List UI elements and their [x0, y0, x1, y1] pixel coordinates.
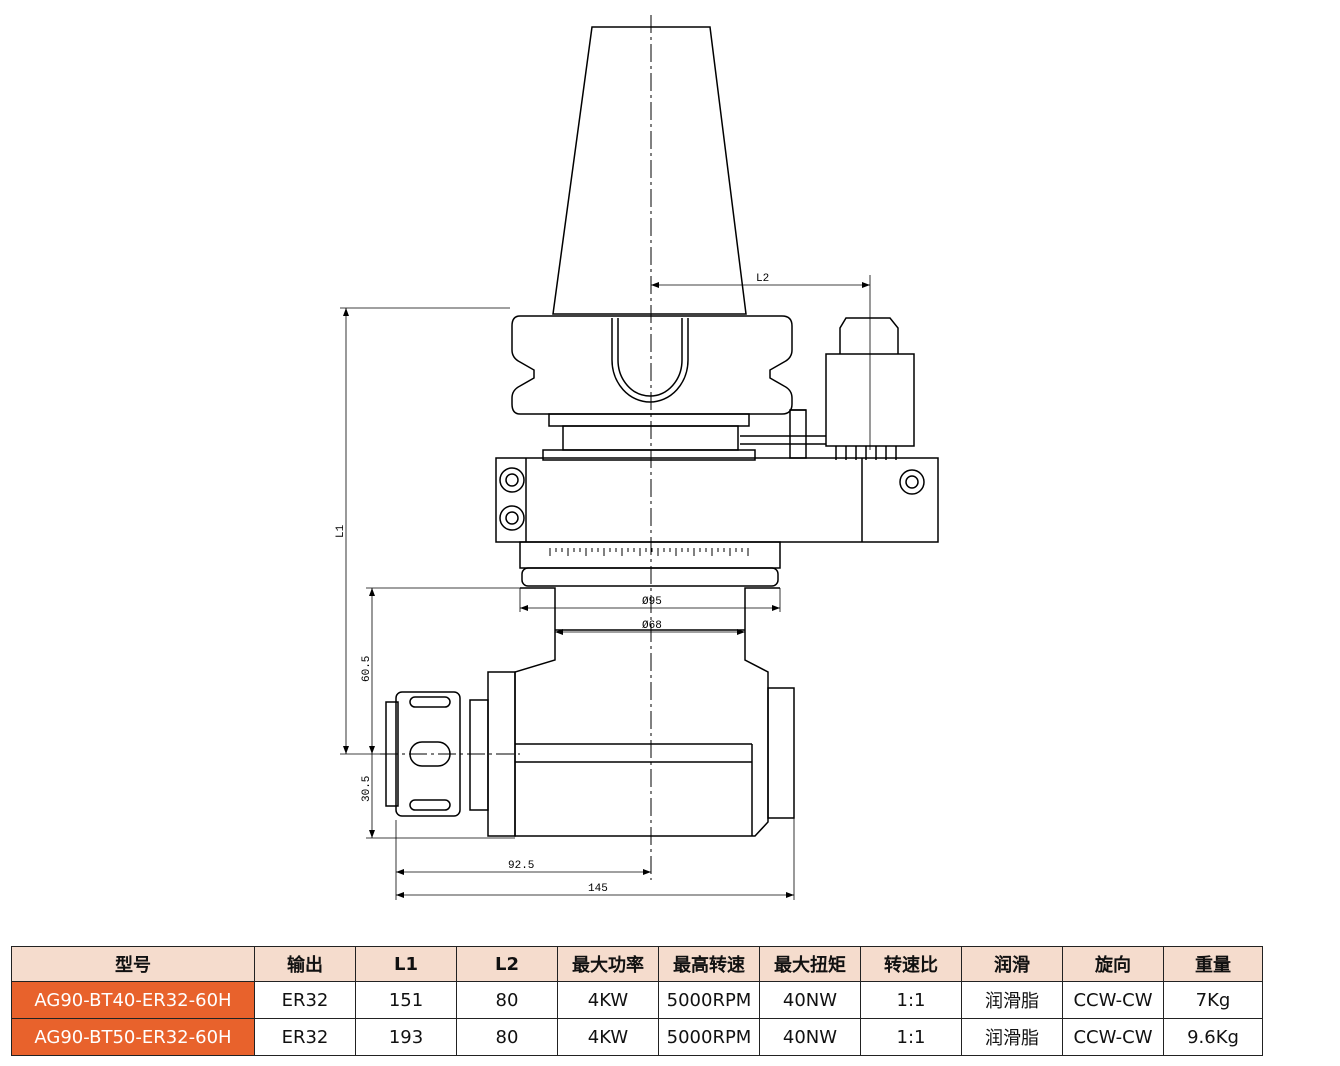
- dim-60-5: 60.5: [361, 656, 373, 682]
- cell-weight: 9.6Kg: [1163, 1018, 1263, 1056]
- col-header-max-torque: 最大扭矩: [759, 946, 861, 982]
- col-header-rotation: 旋向: [1062, 946, 1164, 982]
- table-header-row: 型号 输出 L1 L2 最大功率 最高转速 最大扭矩 转速比 润滑 旋向 重量: [11, 946, 1263, 982]
- cell-output: ER32: [254, 1018, 356, 1056]
- table-row: AG90-BT40-ER32-60H ER32 151 80 4KW 5000R…: [11, 981, 1263, 1019]
- dim-d68: Ø68: [642, 620, 662, 632]
- dim-d95: Ø95: [642, 596, 662, 608]
- housing-plate: [495, 457, 939, 543]
- cell-max-power: 4KW: [557, 981, 659, 1019]
- col-header-max-power: 最大功率: [557, 946, 659, 982]
- cell-max-speed: 5000RPM: [658, 1018, 760, 1056]
- taper-shank: [552, 26, 747, 315]
- bearing-cap: [767, 687, 795, 819]
- dim-30-5: 30.5: [361, 776, 373, 802]
- cell-lubrication: 润滑脂: [961, 981, 1063, 1019]
- col-header-lubrication: 润滑: [961, 946, 1063, 982]
- neck-ring: [548, 413, 750, 427]
- cell-lubrication: 润滑脂: [961, 1018, 1063, 1056]
- key-slot: [611, 318, 689, 403]
- col-header-l2: L2: [456, 946, 558, 982]
- stop-pin: [839, 317, 899, 354]
- cell-weight: 7Kg: [1163, 981, 1263, 1019]
- cell-model: AG90-BT50-ER32-60H: [11, 1018, 255, 1056]
- cell-l1: 193: [355, 1018, 457, 1056]
- cell-l2: 80: [456, 1018, 558, 1056]
- cell-max-torque: 40NW: [759, 981, 861, 1019]
- technical-drawing: L2 L1 60.5 30.5 Ø95 Ø68 92.5 145: [335, 15, 939, 900]
- spec-table: 型号 输出 L1 L2 最大功率 最高转速 最大扭矩 转速比 润滑 旋向 重量 …: [11, 946, 1263, 1056]
- cell-rotation: CCW-CW: [1062, 1018, 1164, 1056]
- table-row: AG90-BT50-ER32-60H ER32 193 80 4KW 5000R…: [11, 1018, 1263, 1056]
- cell-l1: 151: [355, 981, 457, 1019]
- cell-ratio: 1:1: [860, 981, 962, 1019]
- cell-ratio: 1:1: [860, 1018, 962, 1056]
- bolt-icon: [499, 467, 525, 493]
- cell-output: ER32: [254, 981, 356, 1019]
- dim-92-5: 92.5: [508, 860, 534, 872]
- scale-ring: [519, 541, 781, 569]
- col-header-output: 输出: [254, 946, 356, 982]
- dim-l1: L1: [335, 524, 347, 538]
- flange-upper: [511, 315, 793, 415]
- col-header-l1: L1: [355, 946, 457, 982]
- dim-l2: L2: [756, 273, 769, 285]
- col-header-weight: 重量: [1163, 946, 1263, 982]
- cell-max-torque: 40NW: [759, 1018, 861, 1056]
- cell-max-speed: 5000RPM: [658, 981, 760, 1019]
- col-header-model: 型号: [11, 946, 255, 982]
- col-header-max-speed: 最高转速: [658, 946, 760, 982]
- bolt-icon: [499, 505, 525, 531]
- cell-max-power: 4KW: [557, 1018, 659, 1056]
- dim-145: 145: [588, 883, 608, 895]
- bolt-icon: [899, 469, 925, 495]
- cell-rotation: CCW-CW: [1062, 981, 1164, 1019]
- angle-head-body: [514, 587, 780, 837]
- col-header-ratio: 转速比: [860, 946, 962, 982]
- cell-l2: 80: [456, 981, 558, 1019]
- cell-model: AG90-BT40-ER32-60H: [11, 981, 255, 1019]
